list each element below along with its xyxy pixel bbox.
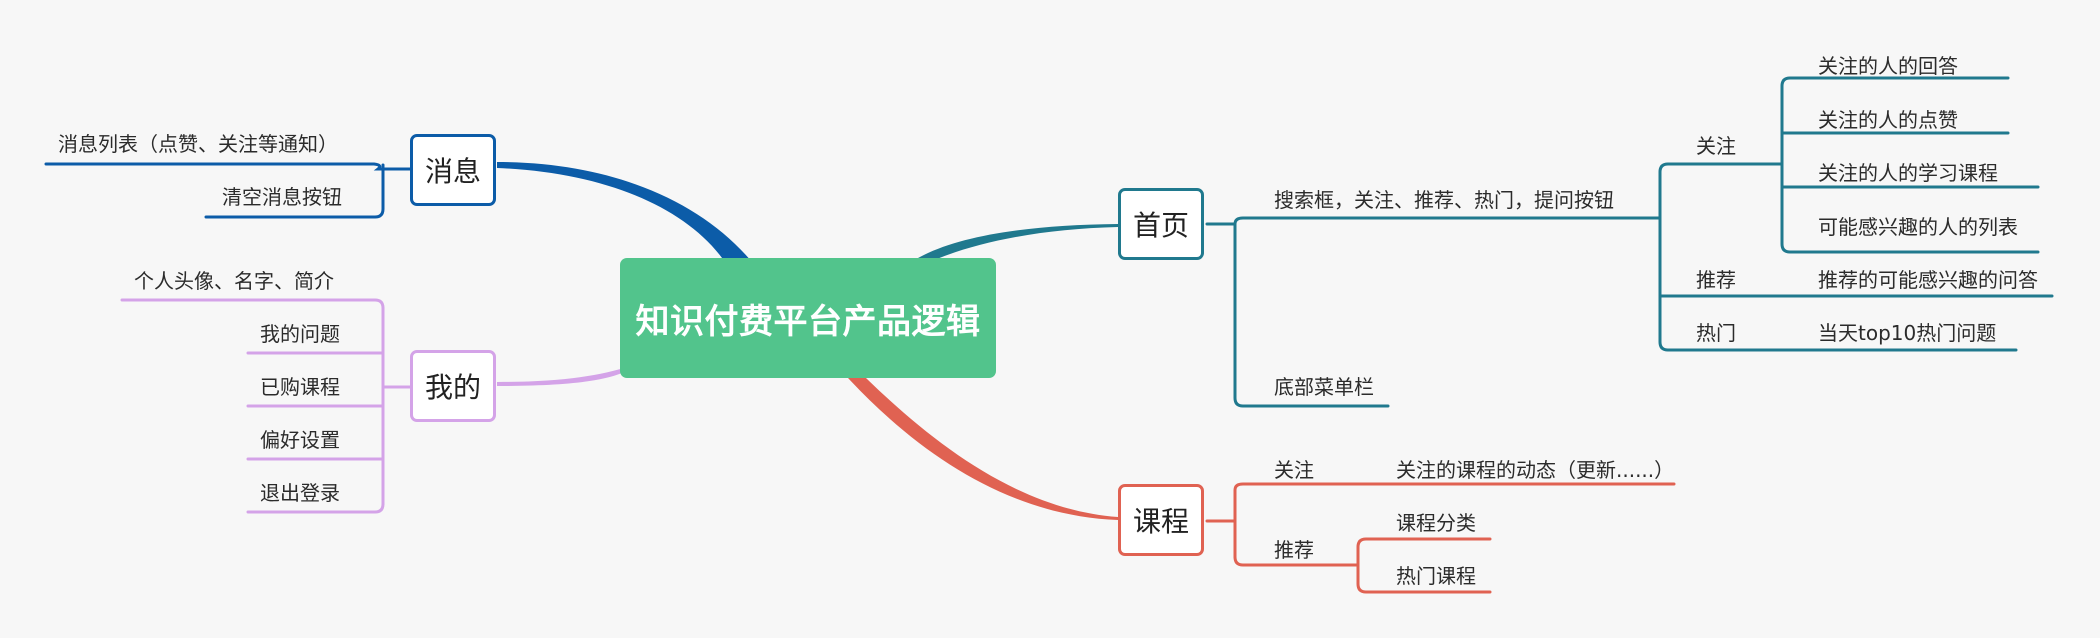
leaf-mine-questions[interactable]: 我的问题 [260,322,340,346]
connector-home-search [1233,216,1662,226]
leaf-home-bottom-menu[interactable]: 底部菜单栏 [1274,375,1374,399]
leaf-mine-profile[interactable]: 个人头像、名字、简介 [134,269,334,293]
leaf-message-list[interactable]: 消息列表（点赞、关注等通知） [58,132,338,156]
connector-home-sub-trunk [1658,162,2018,352]
leaf-follow-people[interactable]: 可能感兴趣的人的列表 [1818,215,2018,239]
leaf-home-recommend[interactable]: 推荐 [1696,268,1736,292]
leaf-home-search[interactable]: 搜索框，关注、推荐、热门，提问按钮 [1274,188,1614,212]
connector-mine-logout [246,502,385,514]
central-topic[interactable]: 知识付费平台产品逻辑 [620,258,996,378]
branch-message [497,162,752,262]
topic-message[interactable]: 消息 [410,134,496,206]
branch-home [918,224,1118,262]
connector-course-trunk [1205,482,1676,559]
leaf-home-follow[interactable]: 关注 [1696,134,1736,158]
connector-home-trunk [1205,222,1390,408]
leaf-course-follow[interactable]: 关注 [1274,458,1314,482]
leaf-hot-top10[interactable]: 当天top10热门问题 [1818,321,1997,345]
connector-follow-trunk [1780,76,2040,254]
connector-course-recommend [1233,537,1492,594]
leaf-course-categories[interactable]: 课程分类 [1396,511,1476,535]
branch-course [848,378,1118,520]
leaf-course-hot[interactable]: 热门课程 [1396,564,1476,588]
connector-mine-profile [120,298,385,310]
leaf-mine-logout[interactable]: 退出登录 [260,481,340,505]
leaf-course-updates[interactable]: 关注的课程的动态（更新......） [1396,458,1675,482]
leaf-follow-likes[interactable]: 关注的人的点赞 [1818,108,1958,132]
topic-mine[interactable]: 我的 [410,350,496,422]
leaf-follow-answers[interactable]: 关注的人的回答 [1818,54,1958,78]
leaf-follow-courses[interactable]: 关注的人的学习课程 [1818,161,1998,185]
leaf-mine-courses[interactable]: 已购课程 [260,375,340,399]
leaf-message-clear[interactable]: 清空消息按钮 [222,185,342,209]
topic-course[interactable]: 课程 [1118,484,1204,556]
leaf-course-recommend[interactable]: 推荐 [1274,538,1314,562]
connector-message-clear [204,163,385,219]
connector-message-list [44,162,412,171]
connector-mine-trunk [381,306,412,506]
leaf-home-hot[interactable]: 热门 [1696,321,1736,345]
leaf-recommend-qa[interactable]: 推荐的可能感兴趣的问答 [1818,268,2038,292]
leaf-mine-settings[interactable]: 偏好设置 [260,428,340,452]
topic-home[interactable]: 首页 [1118,188,1204,260]
branch-mine [497,366,630,386]
